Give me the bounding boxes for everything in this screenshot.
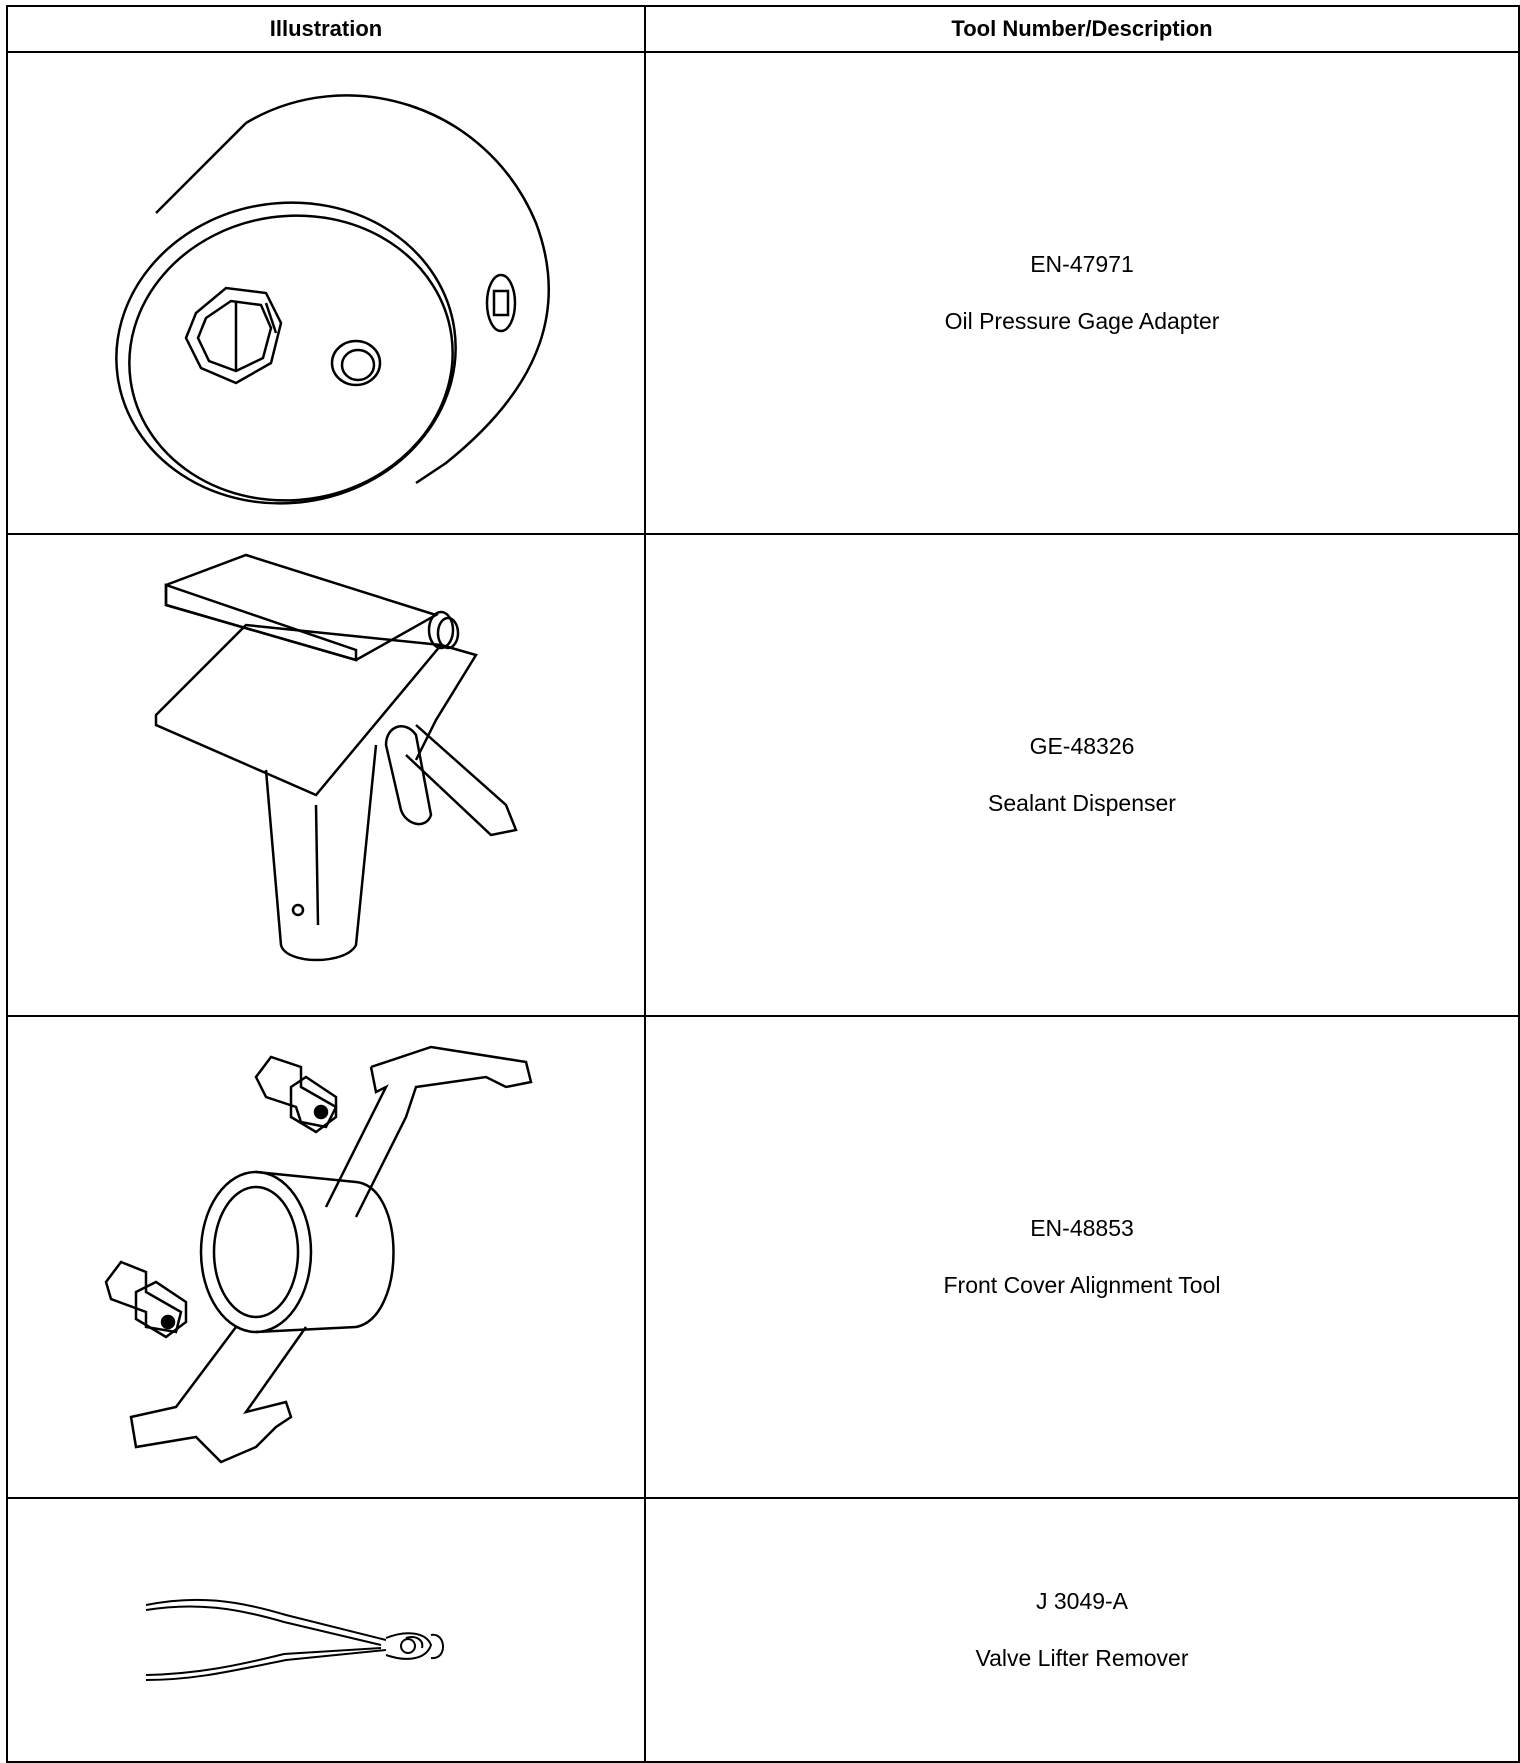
tool-description: Sealant Dispenser <box>988 790 1176 816</box>
tool-description: Oil Pressure Gage Adapter <box>944 308 1220 334</box>
oil-pressure-gage-adapter-icon <box>86 63 566 523</box>
description-cell: J 3049-A Valve Lifter Remover <box>644 1497 1520 1763</box>
description-cell: EN-47971 Oil Pressure Gage Adapter <box>644 51 1520 535</box>
tool-number: EN-47971 <box>1030 251 1134 277</box>
tool-number: EN-48853 <box>1030 1215 1134 1241</box>
tool-number: J 3049-A <box>1035 1588 1129 1614</box>
table-row: EN-48853 Front Cover Alignment Tool <box>6 1015 1520 1499</box>
front-cover-alignment-tool-icon <box>86 1027 566 1487</box>
valve-lifter-remover-icon <box>86 1520 566 1740</box>
table-row: J 3049-A Valve Lifter Remover <box>6 1497 1520 1763</box>
table-row: GE-48326 Sealant Dispenser <box>6 533 1520 1017</box>
tool-number: GE-48326 <box>1029 733 1135 759</box>
illustration-cell <box>6 1015 646 1499</box>
description-cell: GE-48326 Sealant Dispenser <box>644 533 1520 1017</box>
illustration-cell <box>6 51 646 535</box>
header-illustration: Illustration <box>6 5 646 53</box>
tool-description: Valve Lifter Remover <box>975 1645 1189 1671</box>
illustration-cell <box>6 1497 646 1763</box>
tool-description: Front Cover Alignment Tool <box>943 1272 1221 1298</box>
illustration-cell <box>6 533 646 1017</box>
table-row: EN-47971 Oil Pressure Gage Adapter <box>6 51 1520 535</box>
sealant-dispenser-icon <box>86 545 566 1005</box>
tool-table: Illustration Tool Number/Description <box>6 5 1520 1763</box>
tool-table-sheet: Illustration Tool Number/Description <box>6 5 1520 1763</box>
header-tool-number-description: Tool Number/Description <box>644 5 1520 53</box>
header-row: Illustration Tool Number/Description <box>6 5 1520 53</box>
description-cell: EN-48853 Front Cover Alignment Tool <box>644 1015 1520 1499</box>
